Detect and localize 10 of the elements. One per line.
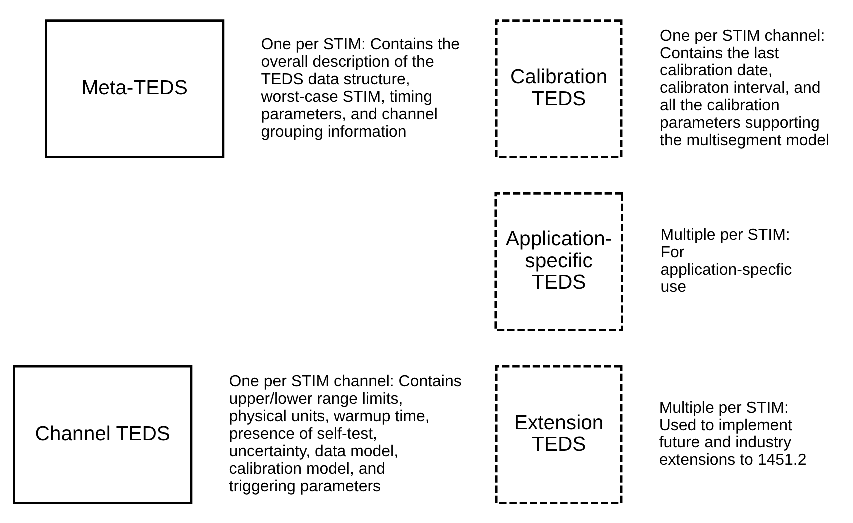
node-box: Calibration TEDS <box>495 19 623 158</box>
node-box: Application-specific TEDS <box>494 192 624 331</box>
node-box: Meta-TEDS <box>45 19 225 158</box>
node-label: Multiple per STIM: For application-specfic use <box>660 226 792 296</box>
node-label: One per STIM: Contains the overall description of the TEDS data structure, worst-case STIM, timing parameters, and channel grouping information <box>261 36 460 140</box>
node-box: Channel TEDS <box>13 364 193 504</box>
node-label: Multiple per STIM: Used to implement future and industry extensions to 1451.2 <box>659 399 807 469</box>
node-box: Extension TEDS <box>495 364 623 504</box>
node-label: One per STIM channel: Contains the last calibration date, calibraton interval, and all the calibration parameters supporting the multisegment model <box>660 27 830 149</box>
node-label: One per STIM channel: Contains upper/lower range limits, physical units, warmup time, presence of self-test, uncertainty, data model, calibration model, and triggering parameters <box>229 373 462 495</box>
